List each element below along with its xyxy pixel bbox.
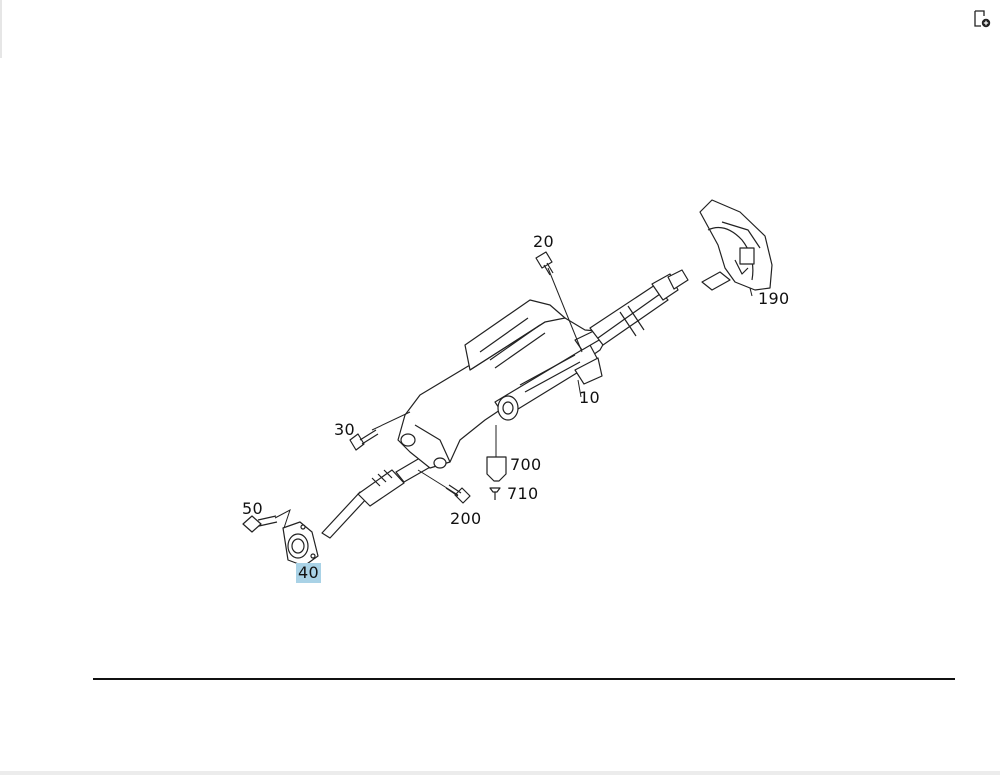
callout-40[interactable]: 40 <box>296 563 321 583</box>
left-edge-divider <box>0 0 2 58</box>
page-settings-icon <box>974 10 991 28</box>
page-settings-button[interactable] <box>970 8 994 30</box>
bolt-200 <box>445 484 471 504</box>
part-700 <box>486 456 507 482</box>
callout-200[interactable]: 200 <box>450 509 482 528</box>
callout-20[interactable]: 20 <box>533 232 554 251</box>
upper-column-tube <box>574 269 689 385</box>
callout-700[interactable]: 700 <box>510 455 542 474</box>
callout-10[interactable]: 10 <box>579 388 600 407</box>
bottom-edge-bar <box>0 771 1000 775</box>
intermediate-shaft <box>321 454 433 539</box>
bolt-20 <box>535 251 554 276</box>
part-710 <box>489 487 501 500</box>
flange-40 <box>282 521 319 567</box>
callout-710[interactable]: 710 <box>507 484 539 503</box>
column-housing <box>397 299 611 469</box>
callout-190[interactable]: 190 <box>758 289 790 308</box>
bolt-30 <box>349 429 379 451</box>
bolt-50 <box>242 515 278 533</box>
callout-50[interactable]: 50 <box>242 499 263 518</box>
horizontal-rule <box>93 678 955 680</box>
clock-spring-cover <box>699 199 773 291</box>
leader-lines <box>274 267 753 529</box>
callout-30[interactable]: 30 <box>334 420 355 439</box>
